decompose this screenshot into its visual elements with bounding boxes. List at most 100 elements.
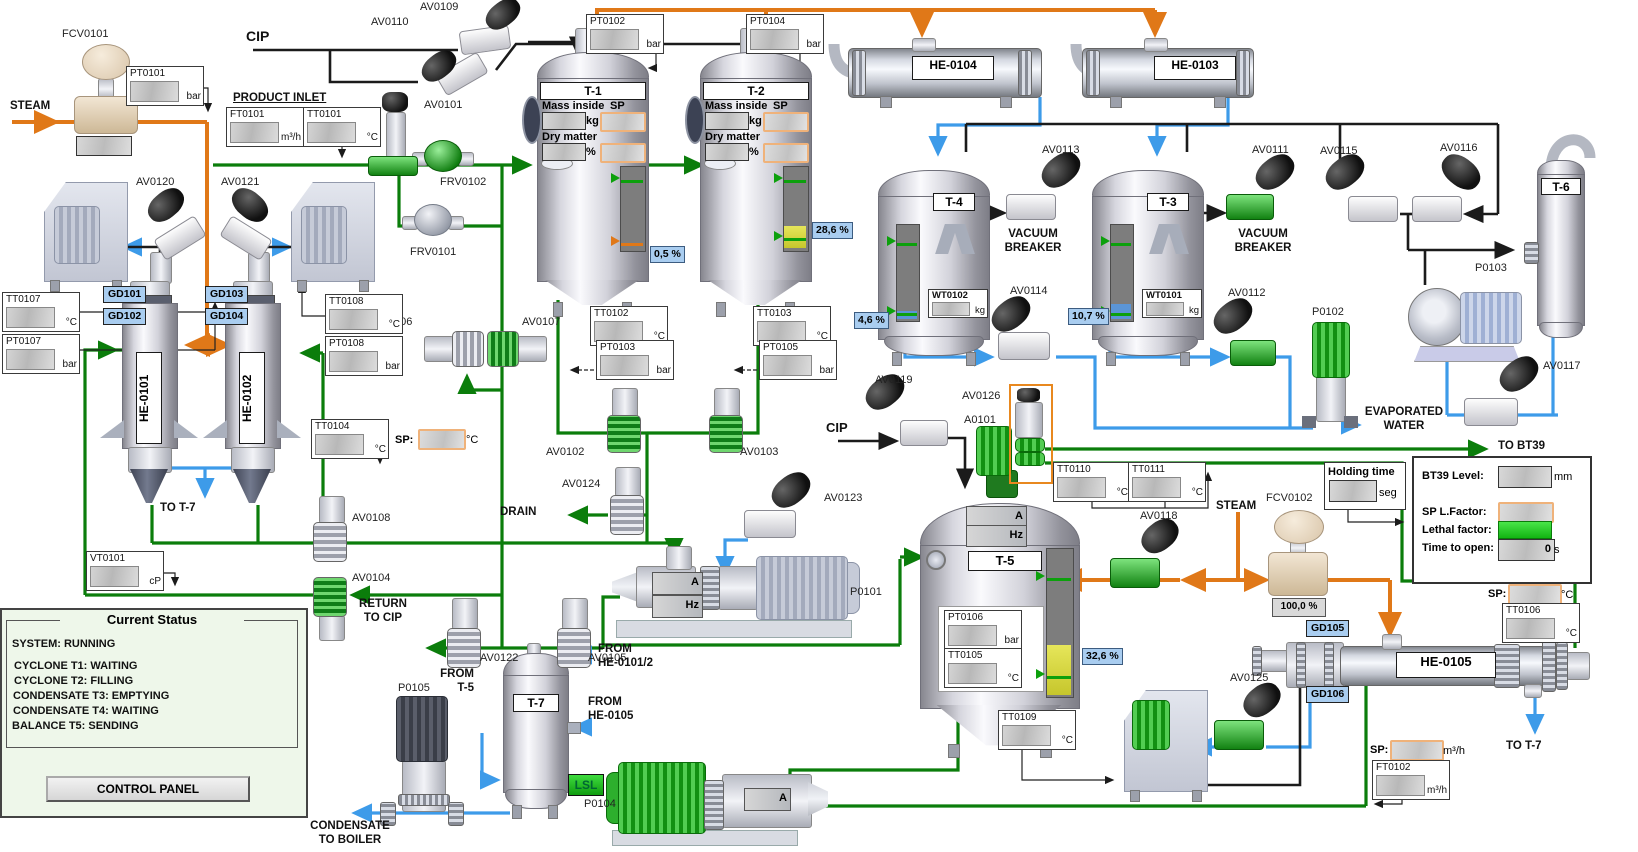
he0104-plate: HE-0104 bbox=[912, 56, 994, 80]
av0104-valve[interactable] bbox=[313, 577, 347, 617]
p0104-motor[interactable] bbox=[618, 762, 706, 834]
vacuum-breaker-1-label: VACUUM BREAKER bbox=[1004, 228, 1062, 254]
av0118-valve[interactable] bbox=[1110, 558, 1160, 588]
av0114-valve[interactable] bbox=[998, 332, 1050, 360]
instrument-tt0110: TT0110°C bbox=[1053, 462, 1131, 502]
he0101-plate: HE-0101 bbox=[136, 352, 162, 444]
control-panel-button[interactable]: CONTROL PANEL bbox=[46, 776, 250, 802]
av0119-valve[interactable] bbox=[900, 420, 948, 446]
frv0101-valve[interactable] bbox=[414, 204, 452, 236]
he0105-gd-section bbox=[1286, 642, 1344, 688]
av0105-valve[interactable] bbox=[557, 628, 591, 668]
av0123-valve[interactable] bbox=[744, 510, 796, 538]
av0107-valve[interactable] bbox=[487, 331, 519, 367]
av0116-valve[interactable] bbox=[1412, 196, 1462, 222]
he0105-plate: HE-0105 bbox=[1396, 652, 1496, 678]
t1-mass-sp-input[interactable] bbox=[600, 112, 646, 132]
tank-t3[interactable] bbox=[1092, 196, 1204, 340]
av0126-valve[interactable] bbox=[1015, 402, 1043, 438]
fcv0102-position: 100,0 % bbox=[1272, 598, 1326, 617]
av0126-actuator[interactable] bbox=[1017, 388, 1040, 402]
av0106-valve[interactable] bbox=[452, 331, 484, 367]
av0105-label: AV0105 bbox=[588, 652, 627, 664]
av0124-valve[interactable] bbox=[610, 495, 644, 535]
av0111-valve[interactable] bbox=[1226, 194, 1274, 220]
instrument-tt0111: TT0111°C bbox=[1128, 462, 1206, 502]
holding-time-value bbox=[1329, 480, 1377, 502]
holding-time-label: Holding time bbox=[1328, 466, 1395, 478]
frv0102-label: FRV0102 bbox=[440, 176, 487, 188]
av0108-label: AV0108 bbox=[352, 512, 391, 524]
sp-flow-input[interactable] bbox=[1390, 740, 1444, 761]
p0102-motor[interactable] bbox=[1312, 322, 1350, 378]
av0125-valve[interactable] bbox=[1214, 720, 1264, 750]
status-line-5: BALANCE T5: SENDING bbox=[12, 720, 139, 732]
gd103-tag: GD103 bbox=[205, 286, 249, 303]
av0115-label: AV0115 bbox=[1320, 145, 1358, 157]
tank-t4[interactable] bbox=[878, 196, 990, 340]
av0116-label: AV0116 bbox=[1440, 142, 1478, 154]
fcv0102-body[interactable] bbox=[1268, 552, 1328, 596]
product-inlet-label: PRODUCT INLET bbox=[233, 92, 327, 104]
av0115-valve[interactable] bbox=[1348, 196, 1398, 222]
t7-plate: T-7 bbox=[513, 694, 559, 712]
av0103-valve[interactable] bbox=[709, 415, 743, 453]
av0108-valve[interactable] bbox=[313, 522, 347, 562]
av0103-label: AV0103 bbox=[740, 446, 779, 458]
from-t5-label: FROM T-5 bbox=[440, 668, 474, 694]
av0112-valve[interactable] bbox=[1230, 340, 1276, 366]
p0105-motor[interactable] bbox=[396, 696, 448, 762]
p0103-volute[interactable] bbox=[1408, 288, 1466, 346]
av0119-label: AV0119 bbox=[875, 374, 913, 386]
t1-dry-value bbox=[542, 143, 586, 161]
av0122-valve[interactable] bbox=[447, 628, 481, 668]
sp-temp-right-label: SP: bbox=[1488, 588, 1507, 600]
tank-t6[interactable] bbox=[1537, 174, 1585, 326]
tank-t7[interactable] bbox=[503, 675, 569, 793]
t2-mass-sp-input[interactable] bbox=[763, 112, 809, 132]
gd104-tag: GD104 bbox=[205, 308, 249, 325]
p0101-motor[interactable] bbox=[756, 556, 848, 620]
p0103-label: P0103 bbox=[1475, 262, 1507, 274]
frv0102-valve[interactable] bbox=[424, 140, 462, 172]
he0103-plate: HE-0103 bbox=[1154, 56, 1236, 80]
t2-dry-sp-input[interactable] bbox=[763, 143, 809, 163]
gd106-tag: GD106 bbox=[1306, 686, 1350, 703]
a0101-agitator-motor[interactable] bbox=[976, 426, 1012, 476]
status-line-3: CONDENSATE T3: EMPTYING bbox=[13, 690, 170, 702]
instrument-tt0108: TT0108°C bbox=[325, 294, 403, 334]
sp-temp-right-input[interactable] bbox=[1508, 584, 1562, 605]
lethal-factor-bar bbox=[1498, 521, 1552, 539]
av0102-valve[interactable] bbox=[607, 415, 641, 453]
cip-mid-label: CIP bbox=[826, 420, 848, 435]
p0101-label: P0101 bbox=[850, 586, 882, 598]
t1-dry-sp-input[interactable] bbox=[600, 143, 646, 163]
he0102-plate: HE-0102 bbox=[239, 352, 265, 444]
fcv0102-actuator[interactable] bbox=[1274, 510, 1324, 544]
av0101-actuator[interactable] bbox=[382, 92, 408, 112]
sp-lfactor-input[interactable] bbox=[1498, 502, 1554, 523]
cip-top-label: CIP bbox=[246, 28, 270, 44]
av0114-label: AV0114 bbox=[1010, 285, 1048, 297]
p0105-label: P0105 bbox=[398, 682, 430, 694]
av0117-valve[interactable] bbox=[1464, 398, 1518, 426]
bt39-level-value bbox=[1498, 466, 1552, 488]
from-he0105-label: FROM HE-0105 bbox=[588, 696, 634, 722]
p0101-hertz-readout: Hz bbox=[652, 595, 703, 618]
av0113-valve[interactable] bbox=[1006, 194, 1056, 220]
t4-level-bar bbox=[896, 224, 920, 322]
fcv0101-actuator[interactable] bbox=[82, 44, 130, 80]
av0123-label: AV0123 bbox=[824, 492, 863, 504]
sp-temp-left-input[interactable] bbox=[418, 429, 466, 450]
av0101-valve[interactable] bbox=[368, 156, 418, 176]
av0101-stem bbox=[386, 112, 406, 158]
t4-plate: T-4 bbox=[933, 193, 975, 211]
p0103-motor[interactable] bbox=[1460, 292, 1522, 344]
frv0101-label: FRV0101 bbox=[410, 246, 457, 258]
return-to-cip-label: RETURN TO CIP bbox=[359, 598, 407, 624]
